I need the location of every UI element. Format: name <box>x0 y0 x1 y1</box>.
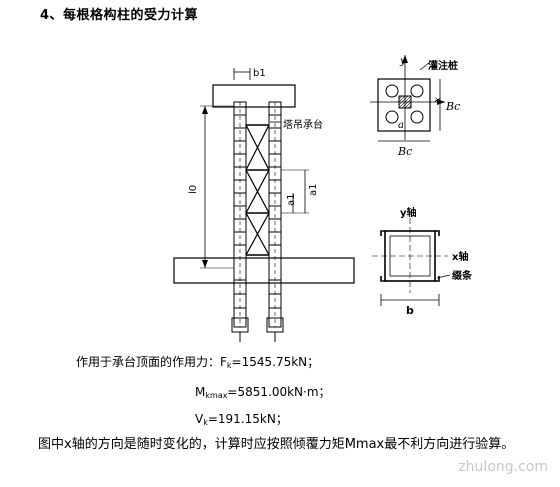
formula-moment-value: =5851.00kN·m； <box>227 385 331 399</box>
pile-cap-plan: y x a 灌注桩 Bc Bc <box>370 55 460 158</box>
horizontal-battens <box>246 124 269 256</box>
lattice-column-left <box>233 101 247 328</box>
formula-force: 作用于承台顶面的作用力：Fk=1545.75kN； <box>76 353 319 370</box>
formula-shear-sub: k <box>203 418 208 427</box>
a-label: a <box>398 120 404 131</box>
lattice-column-right <box>268 101 282 328</box>
watermark: zhulong.com <box>458 459 548 475</box>
formula-moment-sub: kmax <box>205 391 228 400</box>
formula-force-prefix: 作用于承台顶面的作用力：F <box>76 355 227 369</box>
a1-left-label: a1 <box>286 194 297 207</box>
formula-shear: Vk=191.15kN； <box>195 410 288 427</box>
diagonal-bracing <box>245 124 270 256</box>
formula-shear-value: =191.15kN； <box>207 412 288 426</box>
piles <box>231 317 284 342</box>
batten-label: 缀条 <box>452 269 473 282</box>
foundation-slab <box>173 257 355 284</box>
b-label: b <box>406 304 414 317</box>
b1-label: b1 <box>253 68 266 79</box>
x-axis-label: x轴 <box>452 250 468 263</box>
section-heading: 4、每根格构柱的受力计算 <box>40 8 199 23</box>
formula-moment-prefix: M <box>195 385 206 399</box>
y-axis-label: y轴 <box>400 206 417 219</box>
pile-label: 灌注桩 <box>428 59 458 72</box>
formula-shear-prefix: V <box>195 412 204 426</box>
top-cap <box>212 84 296 108</box>
formula-moment: Mkmax=5851.00kN·m； <box>195 383 331 400</box>
x-label: x <box>432 97 443 103</box>
l0-label: l0 <box>188 185 199 194</box>
tower-crane-cap-label: 塔吊承台 <box>283 118 323 131</box>
explanation-paragraph: 图中x轴的方向是随时变化的，计算时应按照倾覆力矩Mmax最不利方向进行验算。 <box>38 437 515 452</box>
formula-force-value: =1545.75kN； <box>231 355 320 369</box>
bc-bottom-label: Bc <box>397 145 412 158</box>
column-section: y轴 x轴 缀条 b <box>372 206 473 317</box>
a1-right-label: a1 <box>308 184 319 197</box>
y-label: y <box>399 56 406 67</box>
formula-force-sub: k <box>226 361 232 370</box>
bc-right-label: Bc <box>445 100 460 113</box>
chord-batten-ticks <box>234 114 281 309</box>
